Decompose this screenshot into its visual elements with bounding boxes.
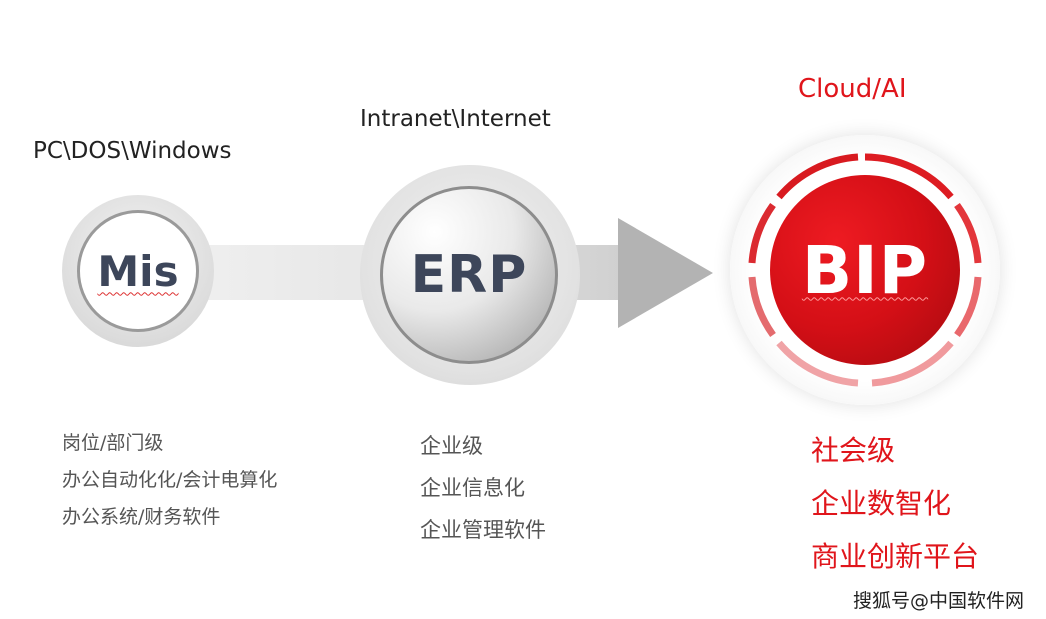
erp-node: ERP — [380, 186, 558, 364]
era-label-mis: PC\DOS\Windows — [33, 138, 232, 164]
bip-ring-segment — [748, 202, 776, 264]
bip-node: BIP — [770, 175, 960, 365]
watermark: 搜狐号@中国软件网 — [852, 590, 1024, 612]
mis-node: Mis — [77, 210, 199, 332]
bip-feature-list: 社会级 企业数智化 商业创新平台 — [811, 424, 979, 583]
bip-ring-segment — [954, 202, 982, 264]
bip-ring-segment — [776, 340, 859, 387]
list-item: 岗位/部门级 — [62, 432, 164, 454]
arrow-head — [618, 218, 713, 328]
bip-ring-segment — [871, 340, 954, 387]
bip-ring — [748, 153, 982, 387]
bip-ring-segment — [864, 153, 954, 200]
list-item: 商业创新平台 — [811, 540, 980, 573]
list-item: 企业级 — [420, 434, 483, 458]
era-label-bip: Cloud/AI — [798, 74, 907, 104]
list-item: 企业管理软件 — [420, 518, 546, 542]
mis-node-label: Mis — [97, 246, 179, 296]
mis-feature-list: 岗位/部门级 办公自动化化/会计电算化 办公系统/财务软件 — [62, 425, 277, 536]
list-item: 企业数智化 — [811, 487, 952, 520]
era-label-erp: Intranet\Internet — [360, 106, 551, 132]
list-item: 社会级 — [811, 434, 896, 467]
erp-node-label: ERP — [410, 245, 528, 305]
list-item: 企业信息化 — [420, 476, 525, 500]
bip-ring-segment — [776, 153, 859, 200]
bip-ring-segment — [748, 276, 776, 338]
bip-node-label: BIP — [801, 231, 929, 309]
list-item: 办公自动化化/会计电算化 — [62, 469, 278, 491]
list-item: 办公系统/财务软件 — [62, 506, 221, 528]
erp-feature-list: 企业级 企业信息化 企业管理软件 — [420, 425, 546, 551]
bip-ring-segment — [954, 276, 982, 338]
